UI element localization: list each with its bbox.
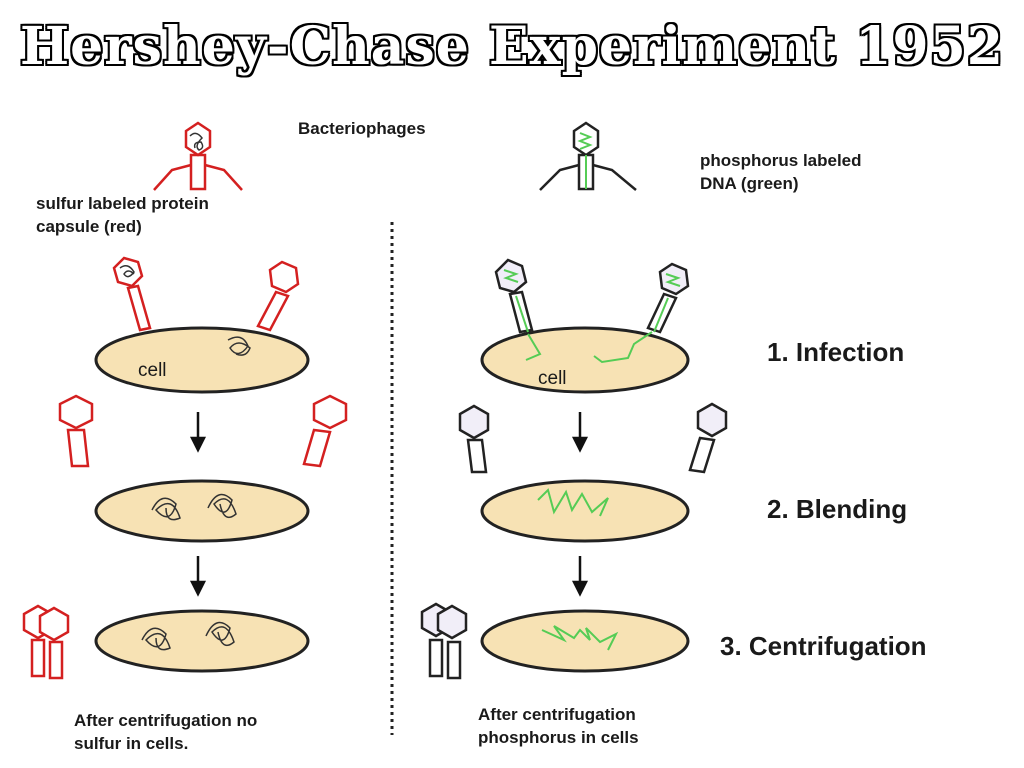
step-infection: 1. Infection — [767, 337, 905, 367]
right-dna-pellet — [541, 625, 619, 651]
right-cell-2 — [480, 479, 690, 543]
right-result-line2: phosphorus in cells — [478, 728, 639, 747]
step-blending: 2. Blending — [767, 494, 908, 524]
sulfur-label-line1: sulfur labeled protein — [36, 194, 209, 213]
red-phage-infect-2 — [256, 260, 300, 332]
right-dna-blend — [537, 488, 609, 517]
red-phage-pellet — [22, 604, 70, 680]
phosphorus-label-line1: phosphorus labeled — [700, 151, 862, 170]
left-dna-pellet — [141, 621, 235, 651]
red-phage-infect-1 — [112, 256, 152, 332]
green-phage-top — [539, 121, 637, 191]
white-phage-blend-2 — [688, 402, 728, 474]
left-cell-label: cell — [138, 360, 167, 381]
red-phage-blend-1 — [58, 394, 94, 468]
left-cell-1 — [94, 326, 310, 394]
right-dna-infect — [525, 331, 653, 364]
left-result-line1: After centrifugation no — [74, 711, 258, 730]
left-cell-2 — [94, 479, 310, 543]
step-centrifugation: 3. Centrifugation — [720, 631, 927, 661]
right-result-line1: After centrifugation — [478, 705, 636, 724]
right-cell-3 — [480, 609, 690, 673]
red-phage-top — [153, 121, 243, 191]
left-arrows — [189, 412, 207, 597]
white-phage-blend-1 — [458, 404, 490, 474]
bacteriophages-label: Bacteriophages — [298, 119, 426, 138]
left-dna-infect — [227, 336, 251, 356]
left-dna-blend — [151, 493, 237, 521]
phosphorus-label-line2: DNA (green) — [700, 174, 799, 193]
left-result-line2: sulfur in cells. — [74, 734, 189, 753]
right-arrows — [571, 412, 589, 597]
green-phage-infect-2 — [646, 262, 690, 334]
right-cell-label: cell — [538, 368, 567, 389]
green-phage-infect-1 — [494, 258, 534, 334]
left-cell-3 — [94, 609, 310, 673]
sulfur-label-line2: capsule (red) — [36, 217, 142, 236]
page-title: Hershey-Chase Experiment 1952 — [20, 16, 1004, 77]
right-cell-1 — [480, 326, 690, 394]
red-phage-blend-2 — [302, 394, 348, 468]
white-phage-pellet — [420, 602, 468, 680]
